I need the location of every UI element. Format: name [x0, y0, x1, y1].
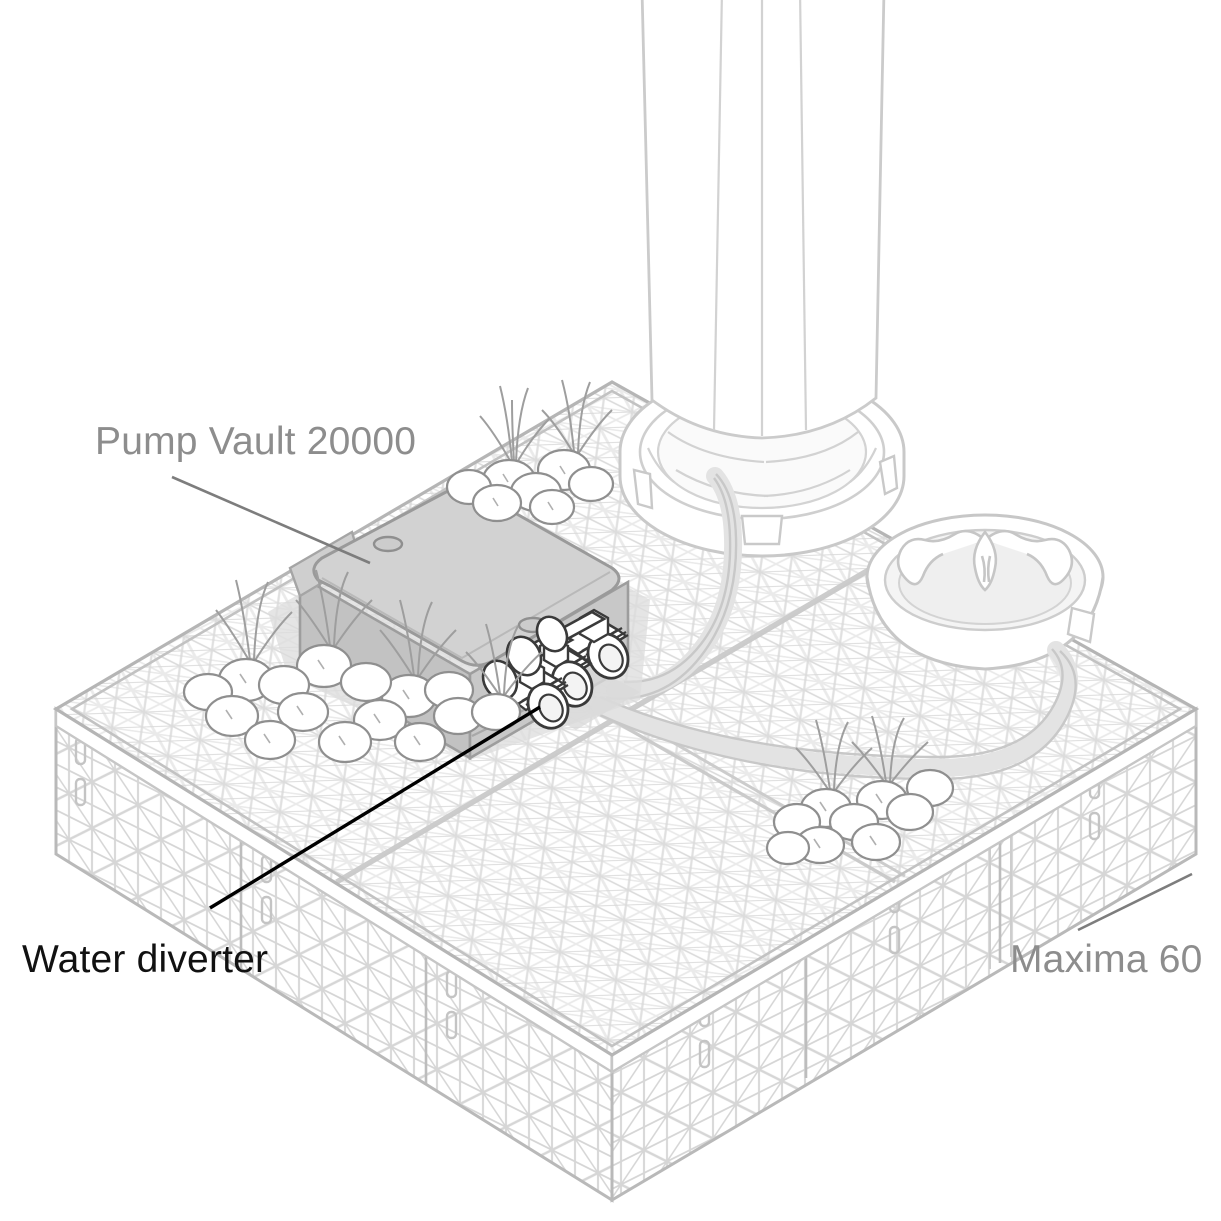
leader-maxima-60 [1077, 872, 1193, 932]
fountain-spray [896, 529, 1074, 592]
cobble-plant-cluster-left [182, 569, 543, 764]
hose-to-column [605, 467, 743, 700]
label-pump-vault: Pump Vault 20000 [95, 420, 417, 463]
leader-water-diverter [209, 705, 541, 910]
column-shaft [640, 0, 886, 440]
cobble-plant-cluster-top [445, 379, 615, 526]
manifold-inlets [481, 615, 569, 701]
cobble-plant-cluster-right [765, 715, 955, 866]
leader-pump-vault [171, 475, 371, 565]
bowl-fountain [865, 513, 1105, 671]
label-maxima-60: Maxima 60 [1010, 938, 1203, 981]
label-water-diverter: Water diverter [22, 938, 269, 981]
valve-unit-back [553, 608, 630, 680]
grass-tuft-icon [479, 379, 613, 465]
grass-tuft-icon [215, 569, 543, 697]
hose-to-bowl [591, 641, 1079, 781]
vault-handle-icon [372, 535, 404, 553]
leader-lines [171, 475, 1193, 932]
grass-tuft-icon [795, 715, 929, 793]
column-fountain [618, 0, 906, 558]
